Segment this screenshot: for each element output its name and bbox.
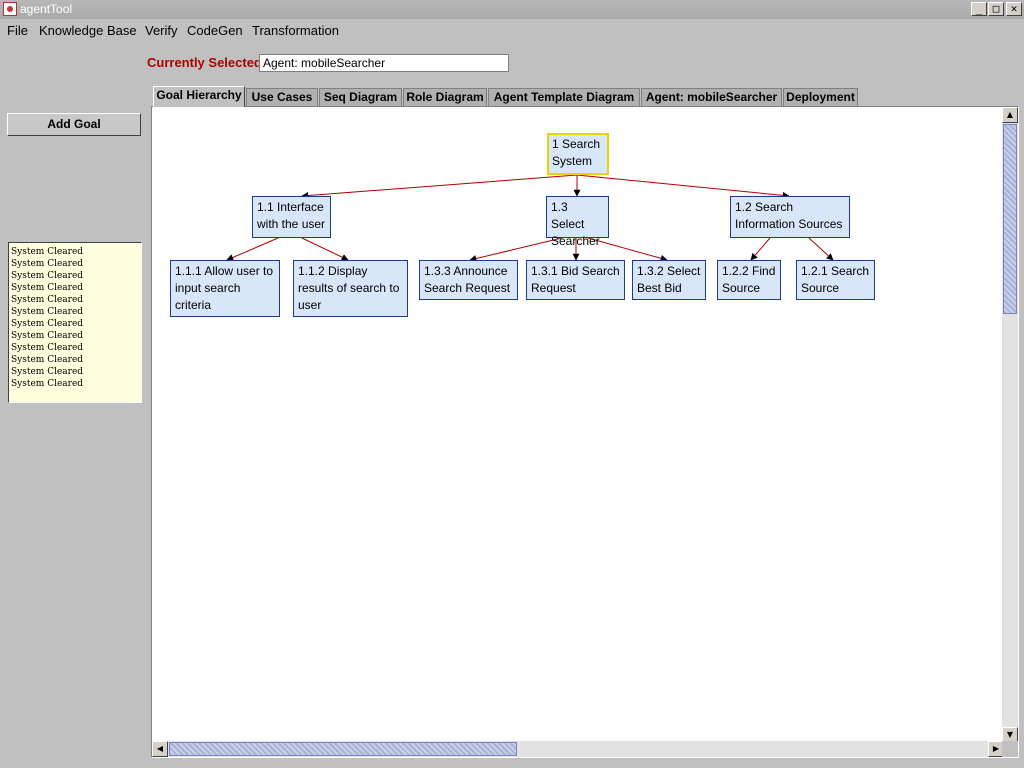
log-line: System Cleared (11, 355, 84, 365)
goal-1-1-2-display-results[interactable]: 1.1.2 Display results of search to user (293, 260, 408, 317)
log-line: System Cleared (11, 319, 84, 329)
log-line: System Cleared (11, 271, 84, 281)
add-goal-button[interactable]: Add Goal (7, 113, 141, 136)
log-line: System Cleared (11, 343, 84, 353)
edge (469, 237, 563, 262)
goal-1-2-search-sources[interactable]: 1.2 Search Information Sources (730, 196, 850, 238)
diagram-panel: 1 Search System 1.1 Interface with the u… (151, 106, 1019, 758)
menu-knowledge-base[interactable]: Knowledge Base (39, 23, 137, 38)
window-title: agentTool (20, 2, 73, 16)
scroll-left-button[interactable]: ◀ (152, 741, 168, 757)
scroll-up-button[interactable]: ▲ (1002, 107, 1018, 123)
currently-selected-label: Currently Selected (147, 55, 262, 70)
maximize-button[interactable]: □ (988, 2, 1004, 16)
log-line: System Cleared (11, 295, 84, 305)
title-bar: agentTool _ □ ✕ (0, 0, 1024, 19)
log-line: System Cleared (11, 259, 84, 269)
message-log: System Cleared System Cleared System Cle… (8, 242, 142, 403)
edge (576, 174, 790, 199)
log-line: System Cleared (11, 331, 84, 341)
goal-1-2-1-search-source[interactable]: 1.2.1 Search Source (796, 260, 875, 300)
currently-selected-field[interactable]: Agent: mobileSearcher (259, 54, 509, 72)
menu-codegen[interactable]: CodeGen (187, 23, 243, 38)
horizontal-scroll-thumb[interactable] (169, 742, 517, 756)
edge (750, 237, 771, 261)
edge (226, 237, 279, 261)
edge (587, 237, 668, 262)
menu-bar: File Knowledge Base Verify CodeGen Trans… (0, 19, 1024, 41)
horizontal-scrollbar[interactable]: ◀ ▶ (152, 741, 1004, 757)
goal-1-1-interface[interactable]: 1.1 Interface with the user (252, 196, 331, 238)
goal-1-search-system[interactable]: 1 Search System (547, 133, 609, 175)
close-button[interactable]: ✕ (1006, 2, 1022, 16)
log-line: System Cleared (11, 367, 84, 377)
menu-transformation[interactable]: Transformation (252, 23, 339, 38)
tab-agent-template-diagram[interactable]: Agent Template Diagram (488, 88, 640, 106)
goal-hierarchy-canvas[interactable]: 1 Search System 1.1 Interface with the u… (152, 107, 1004, 743)
tab-seq-diagram[interactable]: Seq Diagram (319, 88, 402, 106)
menu-verify[interactable]: Verify (145, 23, 178, 38)
app-icon (3, 2, 17, 16)
edge (808, 237, 834, 261)
goal-1-1-1-allow-input[interactable]: 1.1.1 Allow user to input search criteri… (170, 260, 280, 317)
tab-goal-hierarchy[interactable]: Goal Hierarchy (153, 86, 245, 107)
tab-agent-mobilesearcher[interactable]: Agent: mobileSearcher (641, 88, 782, 106)
log-line: System Cleared (11, 283, 84, 293)
goal-1-3-select-searcher[interactable]: 1.3 Select Searcher (546, 196, 609, 248)
vertical-scrollbar[interactable]: ▲ ▼ (1002, 107, 1018, 743)
goal-1-3-2-select-best[interactable]: 1.3.2 Select Best Bid (632, 260, 706, 300)
menu-file[interactable]: File (7, 23, 28, 38)
goal-1-2-2-find-source[interactable]: 1.2.2 Find Source (717, 260, 781, 300)
vertical-scroll-thumb[interactable] (1003, 124, 1017, 314)
edge (301, 237, 349, 261)
scroll-corner (1002, 741, 1018, 757)
edge (301, 174, 578, 200)
goal-1-3-3-announce[interactable]: 1.3.3 Announce Search Request (419, 260, 518, 300)
log-line: System Cleared (11, 307, 84, 317)
log-line: System Cleared (11, 247, 84, 257)
tab-role-diagram[interactable]: Role Diagram (403, 88, 487, 106)
tab-deployment[interactable]: Deployment (783, 88, 858, 106)
minimize-button[interactable]: _ (971, 2, 987, 16)
goal-edges (226, 174, 834, 262)
tab-use-cases[interactable]: Use Cases (246, 88, 318, 106)
goal-1-3-1-bid[interactable]: 1.3.1 Bid Search Request (526, 260, 625, 300)
log-line: System Cleared (11, 379, 84, 389)
